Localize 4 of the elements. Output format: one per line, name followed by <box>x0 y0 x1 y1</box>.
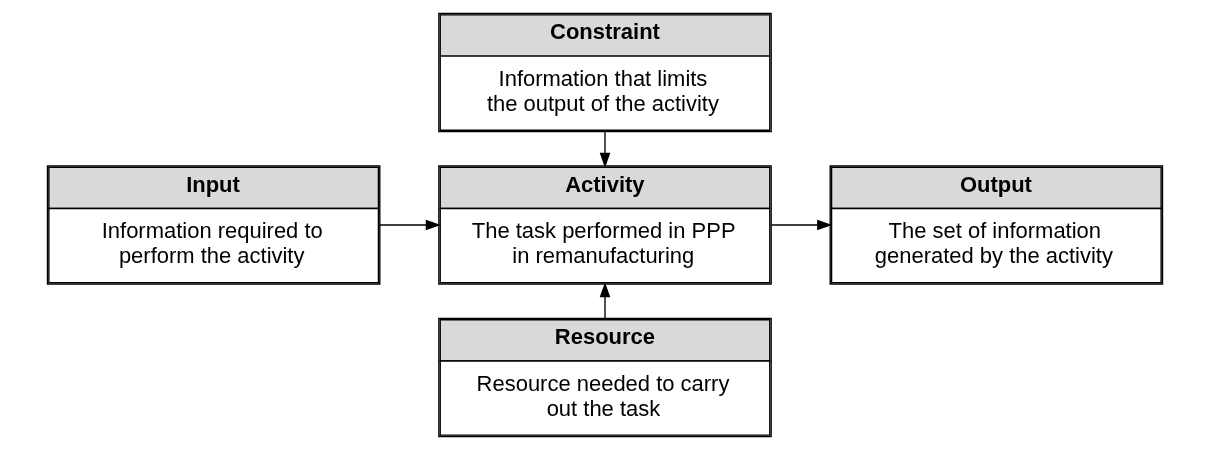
arrow <box>379 219 441 231</box>
arrow <box>599 282 611 319</box>
arrow <box>770 219 833 231</box>
arrow <box>599 131 611 168</box>
